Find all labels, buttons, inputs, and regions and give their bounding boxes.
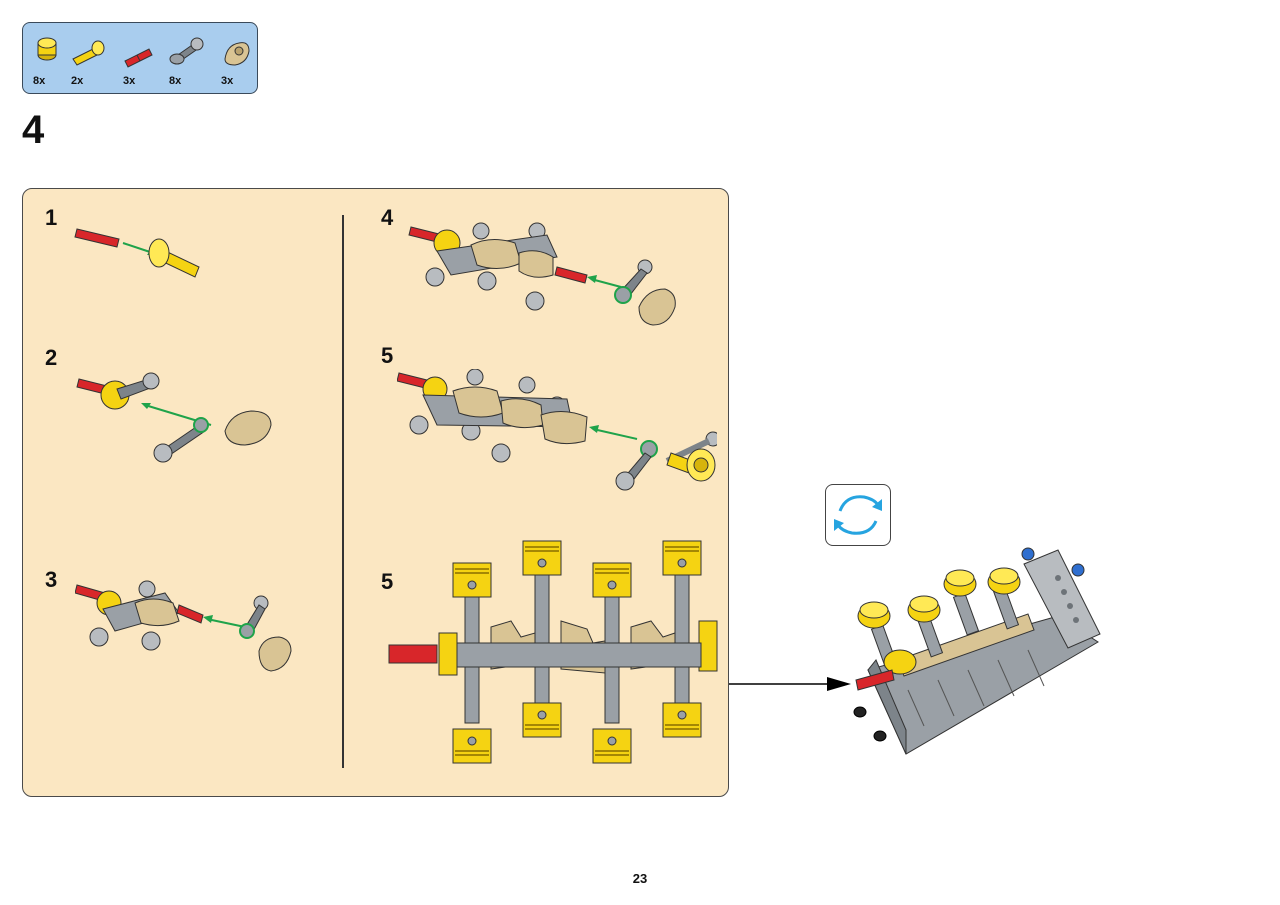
page-number: 23 — [632, 871, 648, 886]
part-quantity: 3x — [221, 75, 234, 87]
substep-number: 5 — [381, 343, 394, 368]
panel-divider — [342, 215, 344, 768]
substep-1-illustration — [74, 228, 200, 278]
part-item: 3x — [217, 29, 261, 89]
substep-number: 4 — [381, 205, 394, 230]
substep-3-illustration — [75, 580, 292, 672]
gray-connecting-rod-icon — [169, 37, 204, 65]
substep-5-illustration — [397, 369, 717, 491]
subassembly-panel: 1 2 3 4 — [22, 188, 729, 797]
part-item: 8x — [165, 29, 209, 89]
engine-model-illustration — [853, 547, 1101, 755]
rotate-model-callout — [825, 484, 891, 546]
substep-number: 3 — [45, 567, 58, 592]
step-number: 4 — [22, 108, 45, 152]
part-item: 8x — [29, 29, 73, 89]
tan-crank-icon — [224, 42, 250, 66]
part-item: 2x — [67, 29, 111, 89]
substep-number: 1 — [45, 205, 58, 230]
part-item: 3x — [119, 29, 163, 89]
substep-2-illustration — [76, 372, 272, 463]
part-quantity: 8x — [169, 75, 182, 87]
part-quantity: 8x — [33, 75, 46, 87]
parts-list-callout: 8x 2x 3x 8x 3x — [22, 22, 258, 94]
yellow-axle-connector-icon — [72, 40, 105, 66]
red-axle-pin-icon — [124, 48, 153, 68]
substep-number: 5 — [381, 569, 394, 594]
substep-crankshaft-illustration — [388, 540, 718, 764]
part-quantity: 2x — [71, 75, 84, 87]
substep-number: 2 — [45, 345, 58, 370]
part-quantity: 3x — [123, 75, 136, 87]
substep-4-illustration — [408, 222, 676, 326]
rotate-icon — [834, 495, 882, 535]
yellow-piston-icon — [37, 37, 57, 61]
result-arrow — [729, 677, 851, 691]
